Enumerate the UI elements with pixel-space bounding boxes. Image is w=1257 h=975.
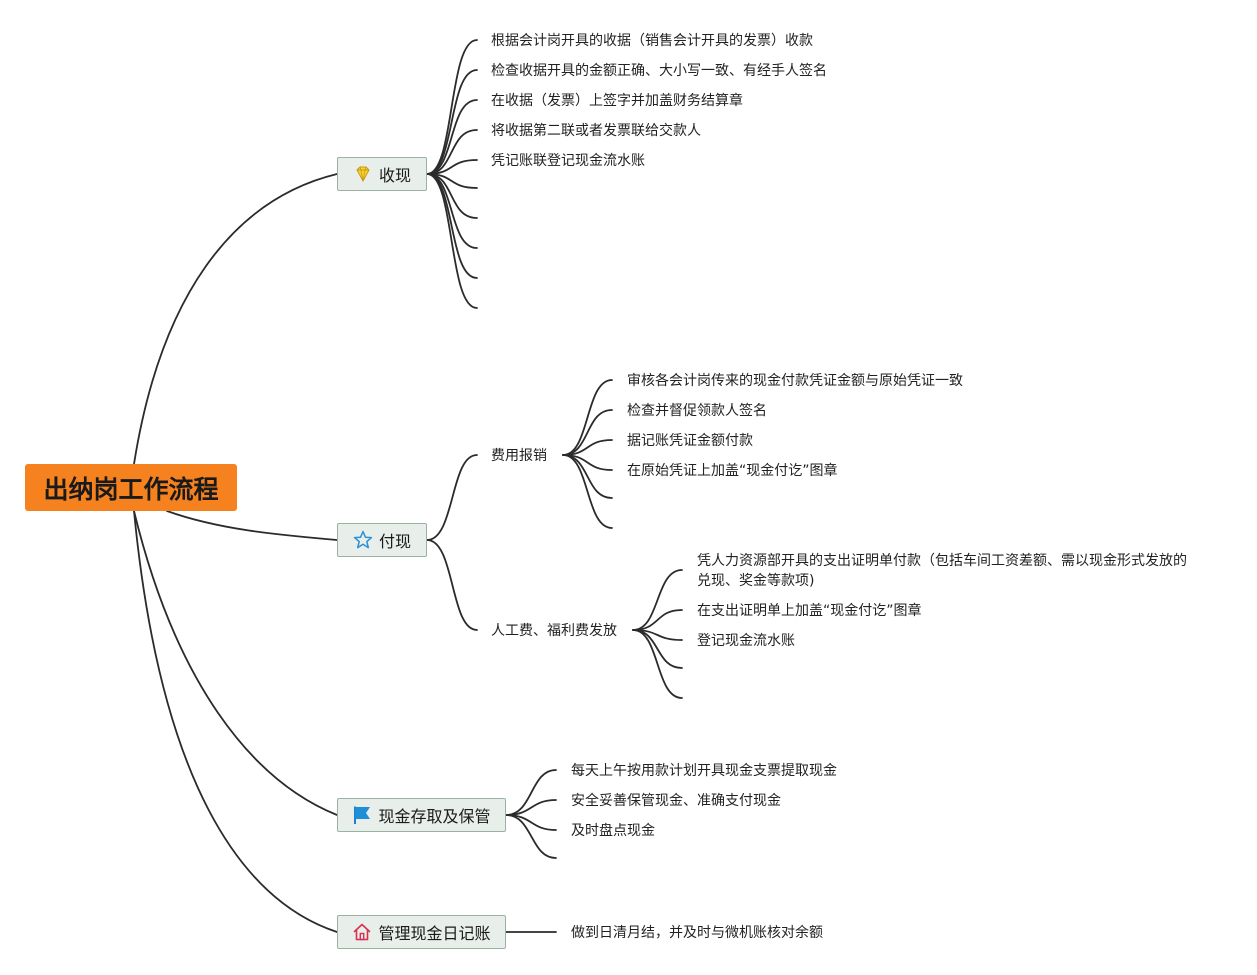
branch-fuxian[interactable]: 付现 [337,523,427,557]
root-topic[interactable]: 出纳岗工作流程 [25,464,237,511]
labor-item[interactable]: 登记现金流水账 [697,633,795,649]
fees-item[interactable]: 据记账凭证金额付款 [627,433,753,449]
labor-item[interactable]: 凭人力资源部开具的支出证明单付款（包括车间工资差额、需以现金形式发放的兑现、奖金… [697,553,1187,589]
cunqu-item[interactable]: 每天上午按用款计划开具现金支票提取现金 [571,763,837,779]
root-title: 出纳岗工作流程 [43,474,219,504]
connector-shouxian-2 [426,69,478,175]
branch-shouxian-label: 收现 [378,166,411,185]
connector-root-rijizhang [133,510,338,933]
branch-shouxian[interactable]: 收现 [337,157,427,191]
branch-cunqu-label: 现金存取及保管 [378,807,491,826]
connector-shouxian-9 [426,173,478,279]
star-icon [353,530,373,550]
home-icon [352,922,372,942]
connector-shouxian-4 [426,129,478,175]
branch-rijizhang-label: 管理现金日记账 [378,924,491,943]
gem-icon [353,164,373,184]
connector-shouxian-8 [426,173,478,249]
fuxian-sub-fees[interactable]: 费用报销 [491,448,547,464]
connector-fuxian-sub2 [426,539,478,631]
connector-root-fuxian [166,510,338,541]
connector-root-shouxian [133,173,338,465]
branch-cunqu[interactable]: 现金存取及保管 [337,798,506,832]
connector-sub1-6 [562,454,613,529]
connector-sub2-1 [632,569,683,631]
shouxian-item[interactable]: 在收据（发票）上签字并加盖财务结算章 [491,93,743,109]
shouxian-item[interactable]: 检查收据开具的金额正确、大小写一致、有经手人签名 [491,63,827,79]
shouxian-item[interactable]: 将收据第二联或者发票联给交款人 [491,123,701,139]
connector-cunqu-4 [505,814,557,859]
connector-shouxian-10 [426,173,478,309]
fees-item[interactable]: 审核各会计岗传来的现金付款凭证金额与原始凭证一致 [627,373,963,389]
rijizhang-item[interactable]: 做到日清月结，并及时与微机账核对余额 [571,925,823,941]
fees-item[interactable]: 检查并督促领款人签名 [627,403,767,419]
connector-sub2-2 [632,609,683,631]
connector-shouxian-3 [426,99,478,175]
connector-shouxian-1 [426,39,478,175]
shouxian-item[interactable]: 凭记账联登记现金流水账 [491,153,645,169]
connector-fuxian-sub1 [426,454,478,541]
fees-item[interactable]: 在原始凭证上加盖“现金付讫”图章 [627,463,838,479]
connector-root-cunqu [133,510,338,816]
connector-sub1-1 [562,379,613,456]
fuxian-sub-labor[interactable]: 人工费、福利费发放 [491,623,617,639]
flag-icon [352,805,372,825]
shouxian-item[interactable]: 根据会计岗开具的收据（销售会计开具的发票）收款 [491,33,813,49]
cunqu-item[interactable]: 及时盘点现金 [571,823,655,839]
branch-fuxian-label: 付现 [378,532,411,551]
connector-sub2-5 [632,629,683,699]
branch-rijizhang[interactable]: 管理现金日记账 [337,915,506,949]
cunqu-item[interactable]: 安全妥善保管现金、准确支付现金 [571,793,781,809]
labor-item[interactable]: 在支出证明单上加盖“现金付讫”图章 [697,603,922,619]
